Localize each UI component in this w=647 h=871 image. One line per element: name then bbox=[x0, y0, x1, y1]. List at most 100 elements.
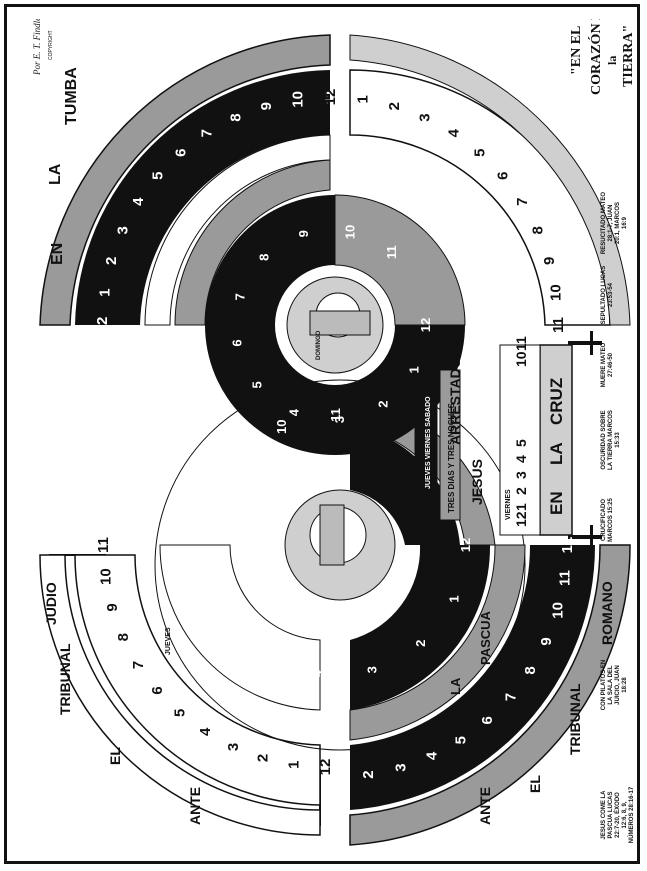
hour-number-left_inner-8: 8 bbox=[203, 505, 218, 512]
event-header-4: MUERE MATEO27:46-50 bbox=[601, 342, 614, 387]
hour-number-outer_white_right-0: 12 bbox=[322, 89, 339, 106]
hour-number-left_inner-1: 1 bbox=[446, 595, 461, 602]
hour-number-left_white-9: 9 bbox=[104, 603, 121, 611]
hour-number-left_black-1: 11 bbox=[557, 570, 574, 586]
hour-number-left_black-5: 7 bbox=[502, 693, 519, 701]
hour-number-tumba_black-10: 10 bbox=[290, 91, 307, 108]
hour-number-left_white-3: 3 bbox=[225, 743, 242, 751]
tumba-word-1: EN bbox=[49, 243, 66, 265]
tumba-word-2: LA bbox=[47, 163, 64, 185]
hour-number-tumba_black-2: 2 bbox=[103, 257, 120, 265]
hour-number-tumba_black-4: 4 bbox=[130, 197, 147, 206]
hour-number-inner_black_right-6: 6 bbox=[230, 339, 245, 346]
sabado-label: SABADO bbox=[215, 134, 222, 165]
hour-number-left_inner-5: 5 bbox=[258, 651, 273, 658]
cross-right-icon bbox=[568, 331, 602, 355]
hour-number-left_inner-4: 4 bbox=[310, 669, 325, 677]
judio-word-1: ANTE bbox=[187, 787, 203, 825]
hour-number-cruz-4: 4 bbox=[513, 455, 529, 463]
hour-number-cruz-7: 7 bbox=[513, 407, 529, 415]
hour-number-inner_black_right-8: 8 bbox=[256, 254, 271, 261]
hour-number-left_white-7: 7 bbox=[130, 661, 147, 669]
hour-number-left_black-0: 12 bbox=[559, 537, 576, 554]
hour-number-left_white-0: 12 bbox=[317, 759, 334, 776]
hour-number-cruz-2: 2 bbox=[513, 487, 529, 495]
hour-number-left_white-6: 6 bbox=[149, 686, 166, 694]
hour-number-outer_white_right-2: 2 bbox=[386, 102, 403, 110]
judio-word-4: JUDIO bbox=[43, 582, 59, 625]
hour-number-left_black-6: 6 bbox=[479, 716, 496, 724]
days-list-label: JUEVES VIERNES SABADO bbox=[425, 396, 432, 489]
hour-number-inner_black_right-4: 4 bbox=[286, 408, 301, 416]
diagram-stage: EN LA TUMBA EN LA CRUZ ROMANO TRIBUNAL E… bbox=[20, 19, 640, 865]
domingo-label: DOMINGO bbox=[316, 330, 322, 360]
hour-number-cruz-8: 8 bbox=[513, 391, 529, 399]
cruz-word-1: EN bbox=[547, 491, 566, 515]
judio-word-2: EL bbox=[107, 747, 123, 765]
jueves-label: JUEVES bbox=[165, 627, 172, 655]
event-header-3: OSCURIDAD SOBRELA TIERRA MARCOS15:33 bbox=[601, 410, 621, 470]
event-header-6: RESUCITADO MATEO28:1-7, JUAN20:1, MARCOS… bbox=[601, 192, 628, 254]
hour-number-inner_black_right-7: 7 bbox=[232, 293, 247, 300]
hour-number-cruz-5: 5 bbox=[513, 439, 529, 447]
viernes-label: VIERNES bbox=[505, 489, 512, 520]
title-line-4: TIERRA" bbox=[621, 25, 636, 87]
romano-word-1: ROMANO bbox=[599, 581, 615, 645]
hour-number-left_inner-3: 3 bbox=[365, 666, 380, 673]
hour-number-left_inner-2: 2 bbox=[413, 640, 428, 647]
cruz-word-2: LA bbox=[547, 442, 566, 465]
romano-word-4: ANTE bbox=[477, 787, 493, 825]
tres-dias-label: TRES DIAS Y TRES NOCHES bbox=[447, 402, 456, 513]
hour-number-left_black-4: 8 bbox=[522, 666, 539, 674]
romano-word-2: TRIBUNAL bbox=[567, 683, 583, 755]
hour-number-left_white-8: 8 bbox=[115, 633, 132, 641]
spiral-diagram: EN LA TUMBA EN LA CRUZ ROMANO TRIBUNAL E… bbox=[20, 19, 640, 865]
hour-number-outer_white_right-11: 11 bbox=[550, 317, 567, 333]
hour-number-cruz-9: 9 bbox=[513, 375, 529, 383]
hour-number-tumba_black-0: 12 bbox=[94, 317, 111, 334]
hour-number-left_white-11: 11 bbox=[95, 537, 112, 553]
author-signature: Por E. T. Findley bbox=[32, 19, 42, 76]
hour-number-outer_white_right-5: 5 bbox=[471, 149, 488, 157]
hour-number-outer_white_right-8: 8 bbox=[529, 226, 546, 234]
hour-number-inner_black_right-9: 9 bbox=[296, 230, 311, 237]
hour-number-cruz-6: 6 bbox=[513, 423, 529, 431]
hour-number-left_white-10: 10 bbox=[97, 568, 114, 585]
hour-number-left_white-5: 5 bbox=[172, 709, 189, 717]
hour-number-left_white-1: 1 bbox=[285, 761, 302, 769]
judio-word-3: TRIBUNAL bbox=[57, 643, 73, 715]
hour-number-outer_white_right-6: 6 bbox=[494, 172, 511, 180]
hour-number-tumba_black-5: 5 bbox=[150, 172, 167, 180]
hour-number-left_white-2: 2 bbox=[255, 754, 272, 762]
pascua-word-1: LA bbox=[448, 677, 463, 695]
tumba-word-3: TUMBA bbox=[63, 67, 80, 125]
event-header-1: CON PILATOS ENLA SALA DELJUICIO, JUAN18:… bbox=[601, 660, 628, 710]
hour-number-left_black-3: 9 bbox=[538, 637, 555, 645]
hour-number-left_white-4: 4 bbox=[197, 727, 214, 736]
arrestado-word-1: JESUS bbox=[469, 459, 485, 505]
hour-number-left_black-8: 4 bbox=[423, 751, 440, 760]
hour-number-outer_white_right-3: 3 bbox=[417, 113, 434, 121]
hour-number-cruz-3: 3 bbox=[513, 471, 529, 479]
hour-number-outer_white_right-4: 4 bbox=[445, 128, 462, 137]
hour-number-left_black-7: 5 bbox=[452, 736, 469, 744]
hour-number-tumba_black-3: 3 bbox=[115, 226, 132, 234]
hour-number-inner_black_right-2: 2 bbox=[376, 400, 391, 407]
hour-number-tumba_black-7: 7 bbox=[199, 129, 216, 137]
hour-number-inner_black_right-5: 5 bbox=[249, 381, 264, 388]
hour-number-tumba_black-6: 6 bbox=[173, 149, 190, 157]
hour-number-left_black-10: 2 bbox=[360, 770, 377, 778]
hour-number-tumba_black-9: 9 bbox=[258, 102, 275, 110]
diagram-frame: EN LA TUMBA EN LA CRUZ ROMANO TRIBUNAL E… bbox=[4, 4, 640, 864]
hour-number-left_inner-6: 6 bbox=[219, 612, 234, 619]
hour-number-inner_black_right-11: 11 bbox=[384, 245, 399, 259]
event-header-0: JESUS COME LAPASCUA LUCAS22:7-20, ÉXODO1… bbox=[601, 786, 635, 843]
hour-number-cruz-0: 12 bbox=[513, 511, 529, 527]
hour-number-inner_black_right-10: 10 bbox=[343, 225, 358, 239]
event-header-2: CRUCIFICADOMARCOS 15:25 bbox=[601, 498, 614, 542]
hour-number-inner_black_right-3: 3 bbox=[332, 416, 347, 423]
hour-number-cruz-11: 11 bbox=[513, 336, 529, 351]
hour-number-tumba_black-8: 8 bbox=[227, 113, 244, 121]
hour-number-outer_white_right-7: 7 bbox=[514, 198, 531, 206]
hour-number-left_inner-9: 9 bbox=[230, 456, 245, 463]
